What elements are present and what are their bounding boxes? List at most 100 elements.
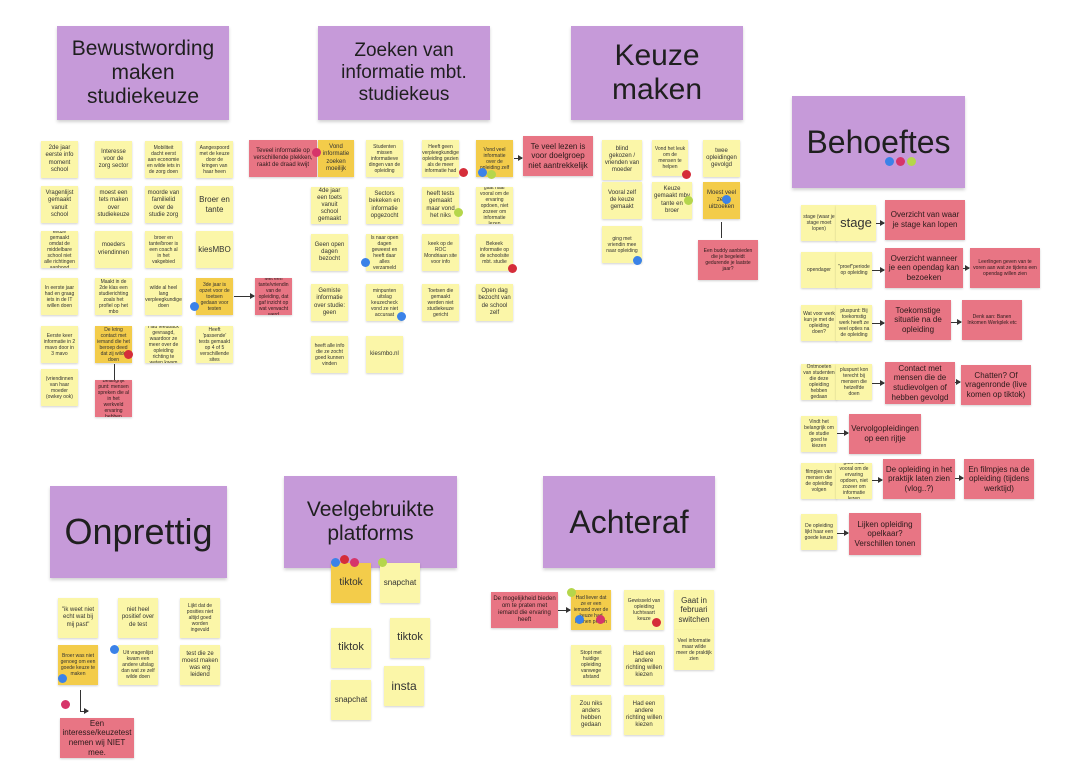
sticky-note[interactable]: Teveel informatie op verschillende plekk… <box>249 140 317 177</box>
sticky-note[interactable]: Had een andere richting willen kiezen <box>624 695 664 735</box>
sticky-note[interactable]: Overzicht wanneer je een opendag kan bez… <box>885 248 963 288</box>
sticky-note[interactable]: Vindt het belangrijk om de studie goed t… <box>801 416 837 452</box>
sticky-note[interactable]: snapchat <box>331 680 371 720</box>
sticky-note[interactable]: blind gekozen / vrienden van moeder <box>602 140 642 180</box>
sticky-note[interactable]: minpunten uitslag keuzecheck vond ze nie… <box>366 284 403 321</box>
sticky-note[interactable]: opendager <box>801 252 837 288</box>
sticky-note[interactable]: De mogelijkheid bieden om te praten met … <box>491 592 558 628</box>
sticky-note[interactable]: gaat haar vooral om de ervaring opdoen, … <box>836 463 872 499</box>
sticky-note[interactable]: De kring contact met iemand die het bero… <box>95 326 132 363</box>
sticky-note[interactable]: Lijkt dat de posities niet altijd goed w… <box>180 598 220 638</box>
sticky-note[interactable]: In eerste jaar had en graag iets in de I… <box>41 278 78 315</box>
sticky-note[interactable]: Toetsen die gemaakt werden niet studieke… <box>422 284 459 321</box>
sticky-note[interactable]: 2de jaar eerste info moment school <box>41 141 78 178</box>
sticky-note[interactable]: (vriendinnen van haar moeder (owkey ook) <box>41 369 78 406</box>
sticky-note[interactable]: kiesmbo.nl <box>366 336 403 373</box>
sticky-note[interactable]: Te veel lezen is voor doelgroep niet aan… <box>523 136 593 176</box>
sticky-note[interactable]: Uit vragenlijst kwam een andere uitslag … <box>118 645 158 685</box>
sticky-note[interactable]: Aangespoord met de keuze door de kringen… <box>196 141 233 178</box>
sticky-note[interactable]: Open dag bezocht van de school zelf <box>476 284 513 321</box>
sticky-note[interactable]: twee opleidingen gevolgd <box>703 140 740 177</box>
sticky-note[interactable]: Vond het leuk om de mensen te helpen <box>652 140 688 176</box>
sticky-note[interactable]: Gaat in februari switchen <box>674 590 714 630</box>
sticky-note[interactable]: Sectors bekeken en informatie opgezocht <box>366 187 403 224</box>
sticky-note[interactable]: Is naar open dagen geweest en heeft daar… <box>366 234 403 271</box>
sticky-note[interactable]: "proef"periode op opleiding <box>836 252 872 288</box>
sticky-note[interactable]: Moest veel zelf uitzoeken <box>703 182 740 219</box>
sticky-note[interactable]: En filmpjes na de opleiding (tijdens wer… <box>964 459 1034 499</box>
header-zoeken[interactable]: Zoeken van informatie mbt. studiekeus <box>318 26 490 120</box>
sticky-note[interactable]: Lijken opleiding opelkaar? Verschillen t… <box>849 513 921 555</box>
sticky-note[interactable]: stage <box>836 205 876 241</box>
sticky-note[interactable]: tiktok <box>390 618 430 658</box>
sticky-note[interactable]: Een buddy aanbieden die je begeleidt ged… <box>698 240 758 280</box>
header-onprettig[interactable]: Onprettig <box>50 486 227 578</box>
sticky-note[interactable]: Denk aan: Banen Inkomen Werkplek etc <box>962 300 1022 340</box>
sticky-note[interactable]: Broer was niet genoeg om een goede keuze… <box>58 645 98 685</box>
sticky-note[interactable]: moeders vriendinnen <box>95 231 132 268</box>
sticky-note[interactable]: stage (waar je stage moet lopen) <box>801 205 837 241</box>
sticky-note[interactable]: Een interesse/keuzetest nemen wij NIET m… <box>60 718 134 758</box>
sticky-note[interactable]: Gemiste informatie over studie: geen <box>311 284 348 321</box>
sticky-note[interactable]: pluspunt kon terecht bij mensen die hetz… <box>836 364 872 400</box>
sticky-note[interactable]: insta <box>384 666 424 706</box>
sticky-note[interactable]: Geen open dagen bezocht <box>311 234 348 271</box>
header-bewustwording[interactable]: Bewustwording maken studiekeuze <box>57 26 229 120</box>
sticky-note[interactable]: Contact met mensen die de studievolgen o… <box>885 362 955 404</box>
sticky-note[interactable]: kiesMBO <box>196 231 233 268</box>
sticky-note[interactable]: Toekomstige situatie na de opleiding <box>885 300 951 340</box>
sticky-note[interactable]: Eerste keer informatie in 2 mavo door in… <box>41 326 78 363</box>
sticky-note[interactable]: Belangrijk punt: mensen spreken die al i… <box>95 380 132 417</box>
sticky-note[interactable]: pluspunt: Bij toekomstig werk heeft ze v… <box>836 305 872 341</box>
sticky-note[interactable]: Ontmoeten van studenten die deze opleidi… <box>801 364 837 400</box>
sticky-note[interactable]: Heeft geen verpleegkundige opleiding gez… <box>422 140 459 177</box>
sticky-note[interactable]: moest een tets maken over studiekeuze <box>95 186 132 223</box>
header-platforms[interactable]: Veelgebruikte platforms <box>284 476 457 568</box>
sticky-note[interactable]: Zou niks anders hebben gedaan <box>571 695 611 735</box>
header-keuze[interactable]: Keuze maken <box>571 26 743 120</box>
sticky-note[interactable]: Veel informatie maar wilde meer de prakt… <box>674 630 714 670</box>
sticky-note[interactable]: Vervolgopleidingen op een rijtje <box>849 414 921 454</box>
sticky-note[interactable]: heeft alle info die ze zocht goed kunnen… <box>311 336 348 373</box>
sticky-note[interactable]: Heeft 'passende' tests gemaakt op 4 of 5… <box>196 326 233 363</box>
sticky-note[interactable]: Studenten missen informatieve dingen van… <box>366 140 403 177</box>
sticky-note[interactable]: Met een tante/vriendin van de opleiding,… <box>255 278 292 315</box>
sticky-note[interactable]: Bekeek informatie op de schoolsite mbt. … <box>476 234 513 271</box>
sticky-note[interactable]: keek op de ROC Mondriaan site voor info <box>422 234 459 271</box>
sticky-note[interactable]: Vond informatie zoeken moeilijk <box>318 140 354 177</box>
sticky-note[interactable]: Stopt met huidige opleiding vanwege afst… <box>571 645 611 685</box>
sticky-note[interactable]: Leerlingen geven van te voren aan wat ze… <box>970 248 1040 288</box>
sticky-note[interactable]: Overzicht van waar je stage kan lopen <box>885 200 965 240</box>
sticky-note[interactable]: moorde van familielid over de studie zor… <box>145 186 182 223</box>
sticky-note[interactable]: filmpjes van mensen die de opleiding vol… <box>801 463 837 499</box>
sticky-note[interactable]: wilde al heel lang verpleegkundige doen <box>145 278 182 315</box>
sticky-note[interactable]: tiktok <box>331 563 371 603</box>
sticky-note[interactable]: Had feedback gevraagd, waardoor ze meer … <box>145 326 182 363</box>
sticky-note[interactable]: De opleiding lijkt haar een goede keuze <box>801 514 837 550</box>
sticky-note[interactable]: Vragenlijst gemaakt vanuit school <box>41 186 78 223</box>
sticky-note[interactable]: Maakt in de 2de klas een studierichting … <box>95 278 132 315</box>
sticky-note[interactable]: Broer en tante <box>196 186 233 223</box>
sticky-note[interactable]: broer en tante/broer is een coach al in … <box>145 231 182 268</box>
sticky-note[interactable]: tiktok <box>331 628 371 668</box>
sticky-note[interactable]: Had liever dat ze er een iemand over de … <box>571 590 611 630</box>
sticky-note[interactable]: heeft tests gemaakt maar vond het niks <box>422 187 459 224</box>
header-behoeftes[interactable]: Behoeftes <box>792 96 965 188</box>
sticky-note[interactable]: Chatten? Of vragenronde (live komen op t… <box>961 365 1031 405</box>
sticky-note[interactable]: test die ze moest maken was erg leidend <box>180 645 220 685</box>
sticky-note[interactable]: De opleiding in het praktijk laten zien … <box>883 459 955 499</box>
sticky-note[interactable]: 3de jaar is opzet voor de toetsen gedaan… <box>196 278 233 315</box>
sticky-note[interactable]: Wat voor werk kun je met de opleiding do… <box>801 305 837 341</box>
sticky-note[interactable]: niet heel positief over de test <box>118 598 158 638</box>
sticky-note[interactable]: snapchat <box>380 563 420 603</box>
header-achteraf[interactable]: Achteraf <box>543 476 715 568</box>
sticky-note[interactable]: keuze gemaakt omdat de middelbare school… <box>41 231 78 268</box>
sticky-note[interactable]: Vooral zelf de keuze gemaakt <box>602 182 642 219</box>
sticky-note[interactable]: Mobiliteit dacht eerst aan economie en w… <box>145 141 182 178</box>
sticky-note[interactable]: gaat haar vooral om de ervaring opdoen, … <box>476 187 513 224</box>
sticky-note[interactable]: 4de jaar een toets vanuit school gemaakt <box>311 187 348 224</box>
sticky-note[interactable]: "ik weet niet echt wat bij mij past" <box>58 598 98 638</box>
sticky-note[interactable]: Interesse voor de zorg sector <box>95 141 132 178</box>
sticky-note[interactable]: Had een andere richting willen kiezen <box>624 645 664 685</box>
